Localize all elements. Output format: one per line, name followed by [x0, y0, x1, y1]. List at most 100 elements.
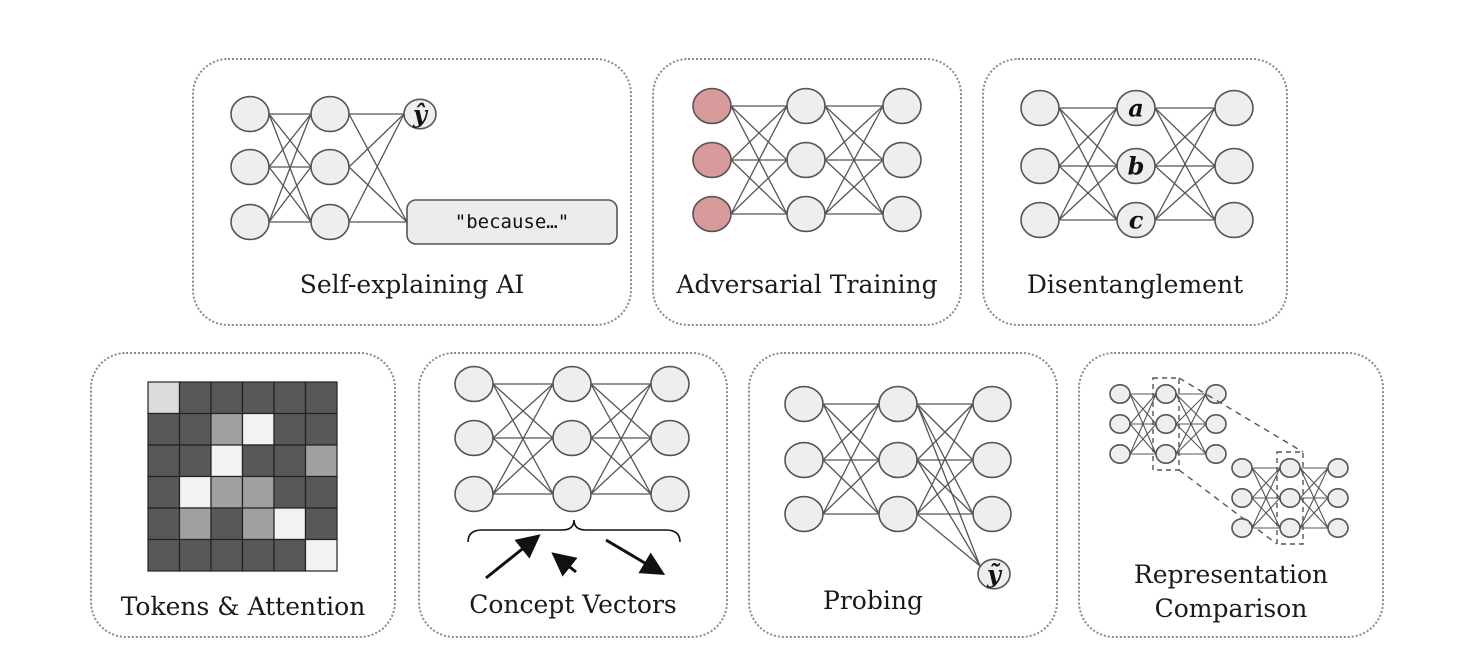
edge — [348, 113, 405, 168]
attention-cell — [178, 538, 212, 572]
concept-vector-arrow — [605, 538, 666, 576]
edge — [1175, 423, 1207, 455]
network-node — [1327, 458, 1349, 479]
attention-matrix — [147, 381, 338, 572]
attention-cell — [210, 412, 244, 446]
edge — [1299, 467, 1329, 499]
self-explaining-network: ŷ "because…" — [230, 95, 618, 245]
attention-cell — [273, 538, 307, 572]
attention-cell — [210, 381, 244, 415]
edge — [916, 513, 981, 567]
adversarial-network — [692, 87, 922, 233]
network-node — [1279, 488, 1301, 509]
network-node — [786, 87, 826, 125]
network-node — [1155, 383, 1177, 404]
attention-cell — [178, 444, 212, 478]
panel-label-self-explaining: Self-explaining AI — [299, 270, 525, 299]
network-node — [1205, 383, 1227, 404]
attention-cell — [241, 475, 275, 509]
panel-concept-vectors: Concept Vectors — [418, 352, 728, 638]
edge — [1154, 165, 1216, 221]
attention-cell — [273, 444, 307, 478]
network-node — [1109, 383, 1131, 404]
edge — [492, 437, 554, 495]
panel-probing: ỹ Probing — [748, 352, 1058, 638]
concept-brace — [467, 519, 681, 543]
attention-cell — [178, 475, 212, 509]
network-node — [650, 365, 690, 403]
disentanglement-network: abc — [1020, 89, 1254, 239]
network-node — [878, 495, 918, 533]
network-node — [1279, 518, 1301, 539]
edge — [590, 383, 652, 439]
latent-label-b: b — [1128, 152, 1145, 181]
attention-cell — [147, 381, 181, 415]
edge — [1175, 393, 1207, 455]
highlight-box-network-2 — [1276, 451, 1304, 545]
edge — [590, 383, 652, 495]
network-node — [552, 475, 592, 513]
network-node — [1327, 488, 1349, 509]
attention-cell — [304, 381, 338, 415]
edge — [348, 113, 408, 223]
network-node — [786, 195, 826, 233]
edge — [822, 403, 880, 461]
edge — [824, 105, 884, 161]
network-node — [310, 203, 350, 241]
panel-label-representation-line1: Representation — [1133, 560, 1329, 589]
network-node — [454, 419, 494, 457]
output-y-hat-label: ŷ — [412, 100, 429, 129]
edge — [1154, 107, 1216, 167]
edge — [1129, 393, 1157, 455]
attention-cell — [178, 412, 212, 446]
probe-y-tilde-label: ỹ — [986, 560, 1003, 589]
panel-self-explaining: ŷ "because…" Self-explaining AI — [192, 58, 632, 326]
edge — [1058, 107, 1118, 221]
network-node — [692, 141, 732, 179]
network-node — [784, 385, 824, 423]
network-node — [972, 495, 1012, 533]
attention-cell — [241, 444, 275, 478]
edge — [730, 105, 788, 161]
network-node — [230, 203, 270, 241]
network-node — [1116, 147, 1156, 185]
network-node — [1214, 89, 1254, 127]
edge — [1154, 107, 1216, 221]
attention-cell — [147, 444, 181, 478]
network-node — [310, 95, 350, 133]
edge — [730, 159, 788, 215]
network-node — [552, 419, 592, 457]
representation-comparison-networks — [1109, 377, 1349, 545]
network-node — [1155, 444, 1177, 465]
explanation-text: "because…" — [455, 211, 569, 233]
network-node — [784, 495, 824, 533]
edge — [824, 105, 884, 215]
edge — [916, 459, 974, 515]
network-node — [1116, 201, 1156, 239]
edge — [492, 383, 554, 439]
edge — [268, 113, 312, 168]
attention-cell — [241, 412, 275, 446]
edge — [1251, 467, 1281, 529]
panel-representation-comparison: Representation Comparison — [1078, 352, 1384, 638]
edge — [492, 383, 554, 495]
edge — [916, 403, 974, 461]
edge — [916, 459, 981, 567]
latent-label-c: c — [1129, 206, 1144, 235]
panel-label-concept-vectors: Concept Vectors — [469, 590, 677, 619]
attention-cell — [241, 507, 275, 541]
edge — [348, 166, 408, 223]
network-node — [1214, 147, 1254, 185]
network-node — [878, 441, 918, 479]
edge — [1299, 497, 1329, 529]
attention-cell — [147, 507, 181, 541]
attention-cell — [147, 412, 181, 446]
panel-label-tokens-attention: Tokens & Attention — [120, 592, 366, 621]
attention-cell — [210, 475, 244, 509]
output-node — [403, 98, 437, 130]
network-node — [650, 475, 690, 513]
attention-cell — [273, 475, 307, 509]
network-node — [972, 385, 1012, 423]
network-node — [1214, 201, 1254, 239]
